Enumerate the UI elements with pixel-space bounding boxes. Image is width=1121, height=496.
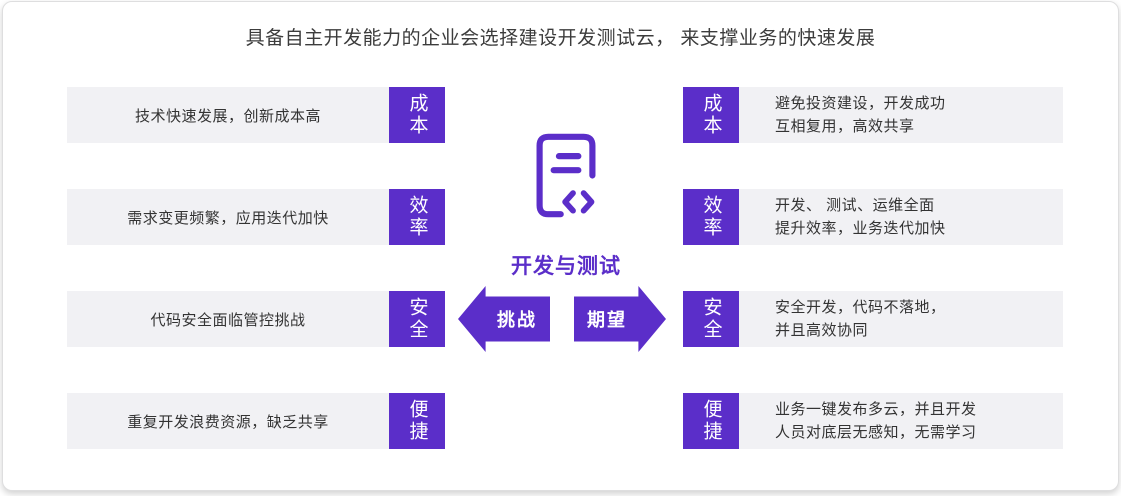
category-badge-efficiency: 效率: [683, 189, 739, 245]
category-badge-cost: 成本: [389, 87, 445, 143]
expectation-text: 安全开发，代码不落地， 并且高效协同: [739, 291, 1063, 347]
left-row-efficiency: 需求变更频繁，应用迭代加快 效率: [67, 189, 445, 245]
challenge-text: 技术快速发展，创新成本高: [67, 87, 389, 143]
challenge-text: 代码安全面临管控挑战: [67, 291, 389, 347]
right-row-security: 安全 安全开发，代码不落地， 并且高效协同: [683, 291, 1063, 347]
expectations-arrow-label: 期望: [587, 310, 627, 330]
center-label: 开发与测试: [511, 255, 621, 278]
challenges-arrow-label: 挑战: [497, 310, 537, 330]
left-row-security: 代码安全面临管控挑战 安全: [67, 291, 445, 347]
category-badge-convenience: 便捷: [389, 393, 445, 449]
challenge-text: 重复开发浪费资源，缺乏共享: [67, 393, 389, 449]
document-code-icon: [522, 126, 610, 226]
category-badge-cost: 成本: [683, 87, 739, 143]
category-badge-security: 安全: [683, 291, 739, 347]
left-row-convenience: 重复开发浪费资源，缺乏共享 便捷: [67, 393, 445, 449]
category-badge-convenience: 便捷: [683, 393, 739, 449]
right-row-convenience: 便捷 业务一键发布多云，并且开发 人员对底层无感知，无需学习: [683, 393, 1063, 449]
expectation-text: 避免投资建设，开发成功 互相复用，高效共享: [739, 87, 1063, 143]
expectations-arrow: 期望: [574, 286, 666, 352]
left-row-cost: 技术快速发展，创新成本高 成本: [67, 87, 445, 143]
challenge-text: 需求变更频繁，应用迭代加快: [67, 189, 389, 245]
expectation-text: 开发、 测试、运维全面 提升效率，业务迭代加快: [739, 189, 1063, 245]
category-badge-efficiency: 效率: [389, 189, 445, 245]
expectation-text: 业务一键发布多云，并且开发 人员对底层无感知，无需学习: [739, 393, 1063, 449]
right-row-cost: 成本 避免投资建设，开发成功 互相复用，高效共享: [683, 87, 1063, 143]
challenges-arrow: 挑战: [458, 286, 550, 352]
category-badge-security: 安全: [389, 291, 445, 347]
right-row-efficiency: 效率 开发、 测试、运维全面 提升效率，业务迭代加快: [683, 189, 1063, 245]
page-title: 具备自主开发能力的企业会选择建设开发测试云， 来支撑业务的快速发展: [245, 28, 876, 49]
